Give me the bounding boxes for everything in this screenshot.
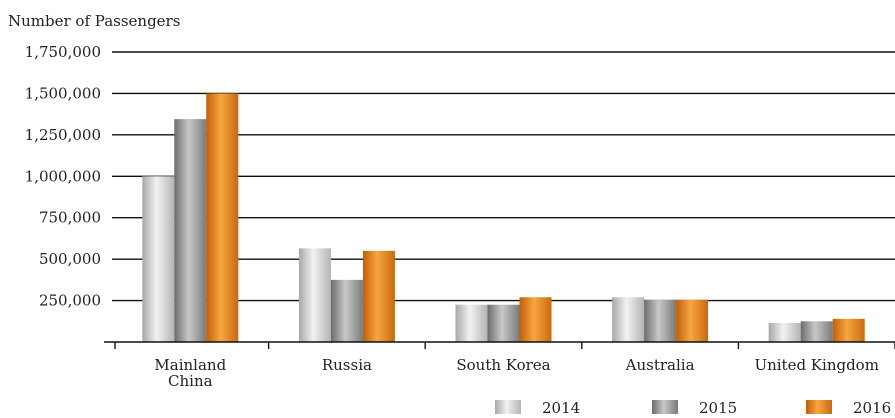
legend-label-2014: 2014 <box>542 399 580 417</box>
bar-2016 <box>206 93 239 342</box>
y-tick-label: 1,500,000 <box>25 84 101 102</box>
x-tick-label: United Kingdom <box>754 356 879 374</box>
bar-2015 <box>174 119 207 342</box>
bars <box>142 93 865 342</box>
x-tick-label: South Korea <box>456 356 550 374</box>
gridlines <box>112 51 895 302</box>
x-tick-label: Russia <box>322 356 372 374</box>
bar-2014 <box>298 248 331 342</box>
y-tick-label: 750,000 <box>39 209 101 227</box>
bar-2015 <box>330 279 363 342</box>
x-axis <box>104 341 895 349</box>
legend-label-2015: 2015 <box>699 399 737 417</box>
bar-2015 <box>644 299 677 342</box>
y-tick-label: 1,750,000 <box>25 43 101 61</box>
legend-swatch-2016 <box>806 400 832 414</box>
bar-2014 <box>612 297 645 342</box>
bar-2014 <box>142 176 175 342</box>
bar-2016 <box>676 299 709 342</box>
y-tick-label: 1,250,000 <box>25 126 101 144</box>
legend: 2014 2015 2016 <box>495 399 891 417</box>
bar-2015 <box>800 321 833 342</box>
legend-swatch-2014 <box>495 400 521 414</box>
y-tick-label: 500,000 <box>39 250 101 268</box>
legend-label-2016: 2016 <box>853 399 891 417</box>
y-axis-ticks: 250,000 500,000 750,000 1,000,000 1,250,000 1… <box>25 43 101 310</box>
x-tick-label: Australia <box>625 356 695 374</box>
y-tick-label: 250,000 <box>39 292 101 310</box>
bar-2015 <box>487 304 520 342</box>
legend-swatch-2015 <box>652 400 678 414</box>
bar-2014 <box>768 322 801 342</box>
y-tick-label: 1,000,000 <box>25 167 101 185</box>
bar-2016 <box>832 318 865 342</box>
bar-2016 <box>519 297 552 342</box>
bar-2016 <box>362 250 395 342</box>
y-axis-title: Number of Passengers <box>8 12 180 30</box>
bar-2014 <box>455 304 488 342</box>
